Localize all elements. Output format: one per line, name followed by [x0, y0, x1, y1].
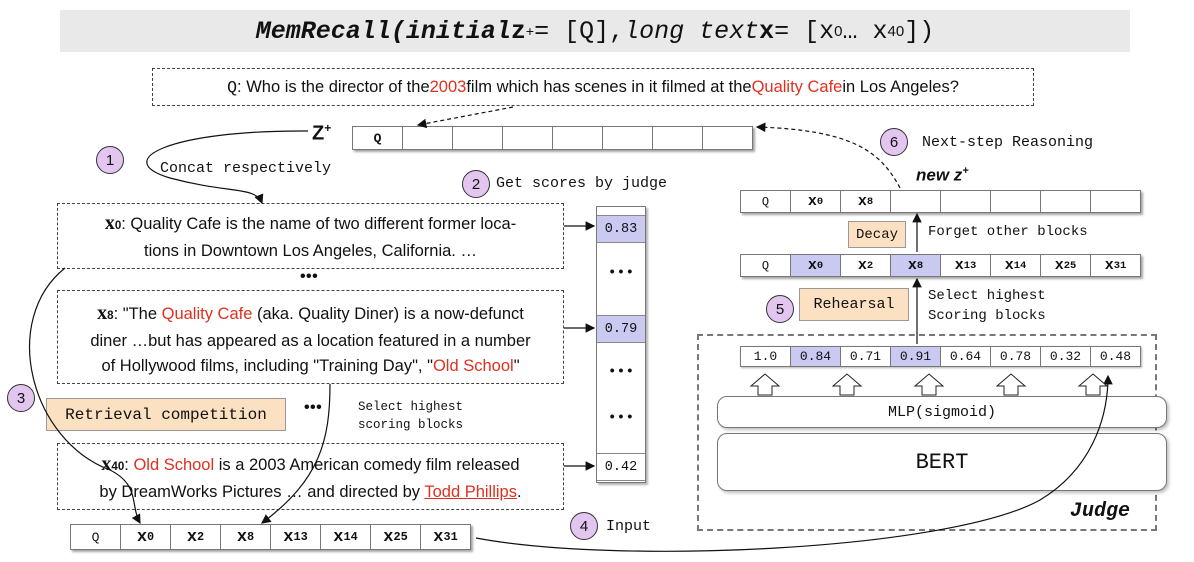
new-zplus-cell: Q: [740, 190, 791, 213]
score-x8: 0.79: [597, 315, 645, 343]
next-step-arrow: [755, 122, 901, 189]
judge-score-cell: 0.32: [1040, 346, 1091, 367]
step-1-badge: 1: [96, 146, 124, 174]
rehearsal-cell: Q: [740, 254, 791, 277]
new-zplus-cell: [1090, 190, 1141, 213]
judge-score-cell: 0.48: [1090, 346, 1141, 367]
score-column: 0.83 • • • 0.79 • • • • • • 0.42: [596, 206, 646, 483]
zplus-cell-q: Q: [352, 126, 403, 150]
zplus-cell: [452, 126, 503, 150]
judge-score-row: 1.0 0.84 0.71 0.91 0.64 0.78 0.32 0.48: [740, 346, 1141, 367]
question-text: Q: Who is the director of the 2003 film …: [227, 77, 959, 97]
zplus-memory-row: Q: [352, 126, 753, 150]
zplus-cell: [552, 126, 603, 150]
score-ellipsis: • • •: [609, 408, 633, 424]
judge-score-cell: 0.91: [890, 346, 941, 367]
retrieval-arrow-x8: [261, 383, 331, 524]
step-5-label: Select highest Scoring blocks: [928, 288, 1046, 324]
score-ellipsis: • • •: [609, 362, 633, 378]
retrieval-competition-label: Retrieval competition: [46, 398, 286, 431]
block-x0-text: x0: Quality Cafe is the name of two diff…: [104, 212, 517, 260]
input-arrow: [475, 374, 1113, 552]
judge-label: Judge: [1070, 500, 1131, 523]
rehearsal-label: Rehearsal: [799, 288, 909, 321]
block-x8-box: [57, 290, 564, 384]
mlp-output-arrows: [749, 373, 1109, 396]
title-bar: [60, 10, 1130, 52]
step-4-badge: 4: [570, 512, 598, 540]
zplus-cell: [602, 126, 653, 150]
step-5-badge: 5: [766, 295, 794, 323]
new-zplus-label: new z+: [916, 165, 969, 185]
step-6-label: Next-step Reasoning: [922, 134, 1094, 151]
score-ellipsis: • • •: [609, 263, 633, 279]
ellipsis-between-blocks: • • •: [300, 268, 318, 285]
block-x40-text: x40: Old School is a 2003 American comed…: [99, 453, 522, 501]
bert-encoder: BERT: [717, 433, 1167, 491]
zplus-label: Z+: [312, 121, 332, 145]
step-3-badge: 3: [7, 384, 35, 412]
step-4-label: Input: [606, 518, 652, 535]
score-x0: 0.83: [597, 215, 645, 243]
step-2-label: Get scores by judge: [496, 175, 668, 192]
block-x40-box: [57, 443, 564, 510]
question-box: [152, 68, 1034, 106]
zplus-cell: [402, 126, 453, 150]
zplus-cell: [652, 126, 703, 150]
retrieval-arrow-x0: [29, 267, 141, 525]
score-x40: 0.42: [597, 453, 645, 481]
question-to-zplus-arrow: [416, 106, 514, 129]
judge-score-cell: 0.84: [790, 346, 841, 367]
select-highest-label: Select highest scoring blocks: [358, 400, 464, 432]
step-6-badge: 6: [880, 128, 908, 156]
decay-label: Decay: [848, 221, 906, 248]
zplus-cell: [702, 126, 753, 150]
judge-score-cell: 1.0: [740, 346, 791, 367]
ellipsis-retrieval: • • •: [304, 399, 322, 416]
block-x0-box: [57, 203, 564, 269]
judge-score-cell: 0.64: [940, 346, 991, 367]
diagram-title: MemRecall (initial z+ = [Q], long text x…: [255, 16, 935, 46]
block-x8-text: x8: "The Quality Cafe (aka. Quality Dine…: [90, 302, 531, 375]
step-2-badge: 2: [462, 170, 490, 198]
step-1-label: Concat respectively: [160, 160, 332, 177]
forget-label: Forget other blocks: [928, 224, 1088, 240]
zplus-cell: [502, 126, 553, 150]
judge-box: [697, 334, 1157, 531]
mlp-sigmoid-layer: MLP(sigmoid): [717, 396, 1167, 428]
concat-arrow: [146, 130, 309, 205]
